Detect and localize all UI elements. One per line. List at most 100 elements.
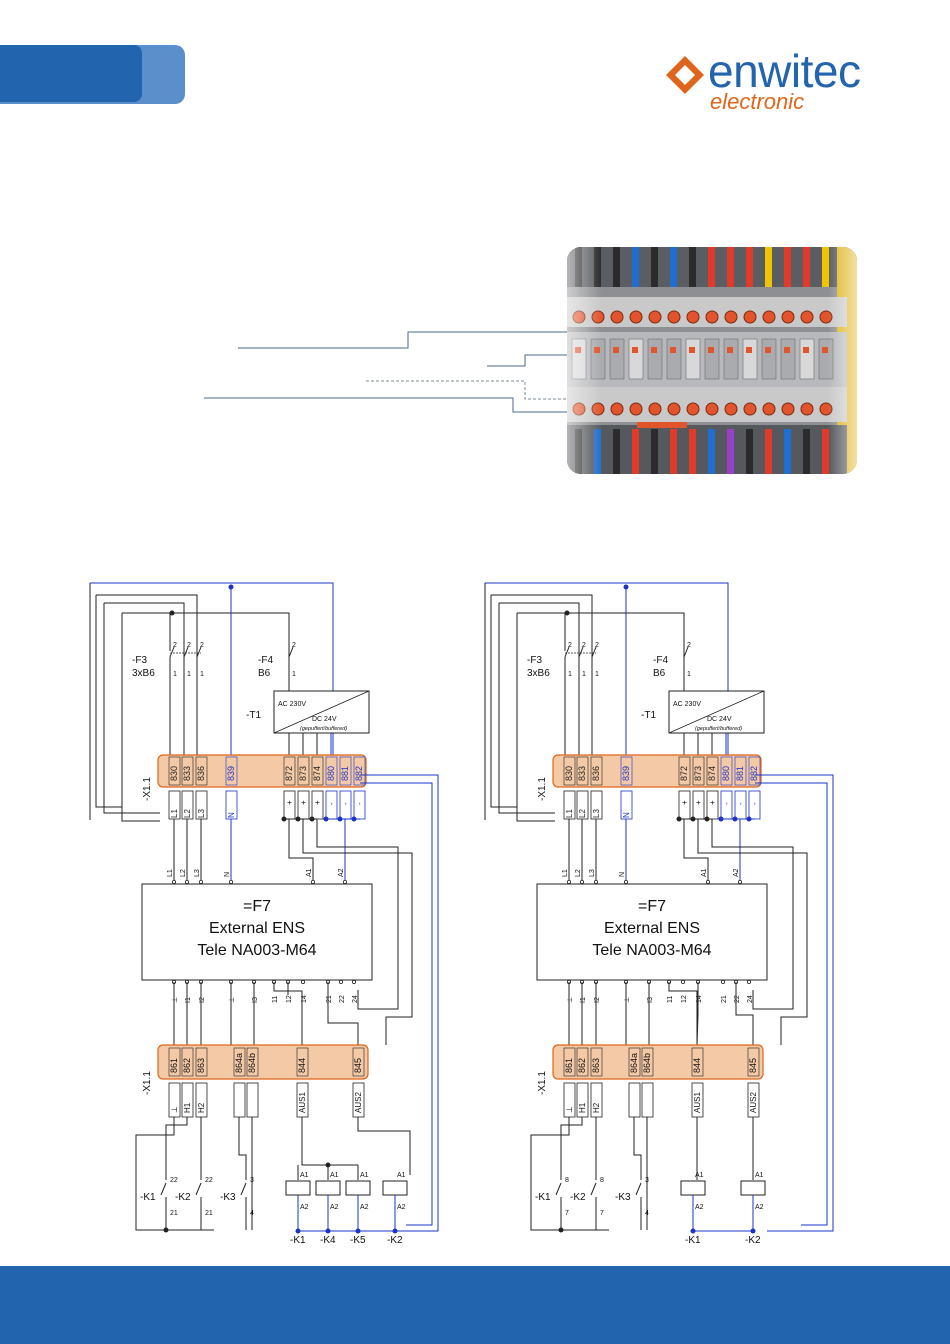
terminal-number: 836 (591, 766, 601, 781)
polarity-label: - (750, 802, 759, 805)
terminal-number: 864a (234, 1053, 244, 1073)
transformer-ref-label: -T1 (246, 710, 261, 721)
terminal-box (590, 756, 603, 786)
blue-return-wire-2 (755, 774, 834, 1232)
bridge-dot (732, 816, 738, 822)
fuse-rating-label: B6 (653, 668, 666, 679)
photo-callout-lines (204, 331, 580, 413)
coil-ref-label: -K2 (387, 1235, 403, 1245)
contact-ref-label: -K1 (140, 1192, 156, 1203)
outer-wire-3 (498, 603, 555, 814)
device-pin-label: ⊥ (567, 997, 574, 1003)
terminal-label: L2 (578, 809, 587, 818)
terminal-box (734, 756, 747, 786)
coil-pin-label: A1 (360, 1172, 369, 1179)
contact-blade (240, 1182, 247, 1196)
contact-pin-label: 21 (170, 1210, 178, 1217)
fuse-pin-label: 1 (200, 671, 204, 678)
junction-dot (228, 584, 234, 590)
terminal-box (233, 1047, 246, 1077)
polarity-label: - (355, 802, 364, 805)
device-pin-label: N (224, 872, 231, 877)
contact-pin-label: 22 (205, 1177, 213, 1184)
terminal-box (325, 756, 338, 786)
terminal-strip-bottom (552, 1044, 764, 1080)
fuse-pin-label: 1 (292, 671, 296, 678)
device-name-label: External ENS (209, 920, 305, 937)
polarity-label: - (722, 802, 731, 805)
terminal-box (720, 756, 733, 786)
bridge-dot (718, 816, 724, 822)
fuse-ref-label: -F3 (132, 655, 147, 666)
fuse-pin-label: 1 (173, 671, 177, 678)
fuse-pin-label: 1 (187, 671, 191, 678)
outer-wire-4 (121, 613, 160, 822)
junction-dot (690, 1228, 696, 1234)
fuse-switch (591, 646, 597, 658)
terminal-number: 882 (749, 766, 759, 781)
terminal-number: 872 (284, 766, 294, 781)
contact-blade (555, 1182, 562, 1196)
device-pin-label: A1 (701, 868, 708, 877)
polarity-label: + (299, 800, 308, 805)
device-pin-label: I1 (185, 997, 192, 1003)
terminal-number: 830 (169, 766, 179, 781)
terminal-box (576, 756, 589, 786)
polarity-label: + (708, 800, 717, 805)
contact-wire (633, 1117, 642, 1180)
bridge-dot (309, 816, 315, 822)
signal-wire (696, 982, 699, 1046)
contact-ref-label: -K3 (615, 1192, 631, 1203)
device-pin-label: I3 (252, 997, 259, 1003)
terminal-number: 864a (629, 1053, 639, 1073)
contact-pin-label: 8 (600, 1177, 604, 1184)
terminal-number: 863 (196, 1058, 206, 1073)
terminal-box (576, 1047, 589, 1077)
terminal-number: 844 (692, 1058, 702, 1073)
device-pin-label: L1 (562, 869, 569, 877)
device-pin-label: L1 (167, 869, 174, 877)
supply-wire-l3 (96, 594, 198, 765)
terminal-number: 874 (312, 766, 322, 781)
fuse-pin-label: 2 (187, 642, 191, 649)
strip-ref-label: -X1.1 (142, 1071, 153, 1095)
terminal-label: AUS2 (749, 1092, 758, 1113)
relay-coil (345, 1180, 371, 1196)
polarity-label: - (327, 802, 336, 805)
terminal-box (748, 756, 761, 786)
fuse-pin-label: 2 (568, 642, 572, 649)
fuse-switch (169, 646, 175, 658)
polarity-label: - (341, 802, 350, 805)
device-pin-label: ⊥ (229, 997, 236, 1003)
coil-feed-wire (357, 1117, 411, 1175)
outer-wire-2 (490, 595, 517, 808)
device-pin (580, 879, 585, 884)
fuse-rating-label: B6 (258, 668, 271, 679)
diamond-logo-icon (666, 56, 704, 94)
device-pin-label: N (619, 872, 626, 877)
terminal-label: H2 (592, 1102, 601, 1113)
terminal-label: H2 (197, 1102, 206, 1113)
terminal-label: N (227, 812, 236, 818)
device-pin (172, 879, 177, 884)
contact-pin-label: 4 (645, 1210, 649, 1217)
terminal-box (225, 756, 238, 786)
coil-pin-label: A1 (755, 1172, 764, 1179)
device-pin-label: 11 (272, 996, 279, 1003)
ground-wire (135, 1117, 214, 1231)
terminal-lower-box (233, 1082, 246, 1118)
device-pin-label: A1 (306, 868, 313, 877)
fuse-pin-label: 2 (173, 642, 177, 649)
device-pin (310, 879, 315, 884)
polarity-label: + (285, 800, 294, 805)
device-pin-label: 12 (681, 995, 688, 1003)
supply-wire-l2 (104, 602, 185, 765)
terminal-box (168, 1047, 181, 1077)
terminal-number: 873 (298, 766, 308, 781)
terminal-box (691, 1047, 704, 1077)
junction-dot (295, 1228, 301, 1234)
device-pin (300, 979, 305, 984)
contact-ref-label: -K3 (220, 1192, 236, 1203)
terminal-label: L1 (170, 809, 179, 818)
device-pin (567, 879, 572, 884)
